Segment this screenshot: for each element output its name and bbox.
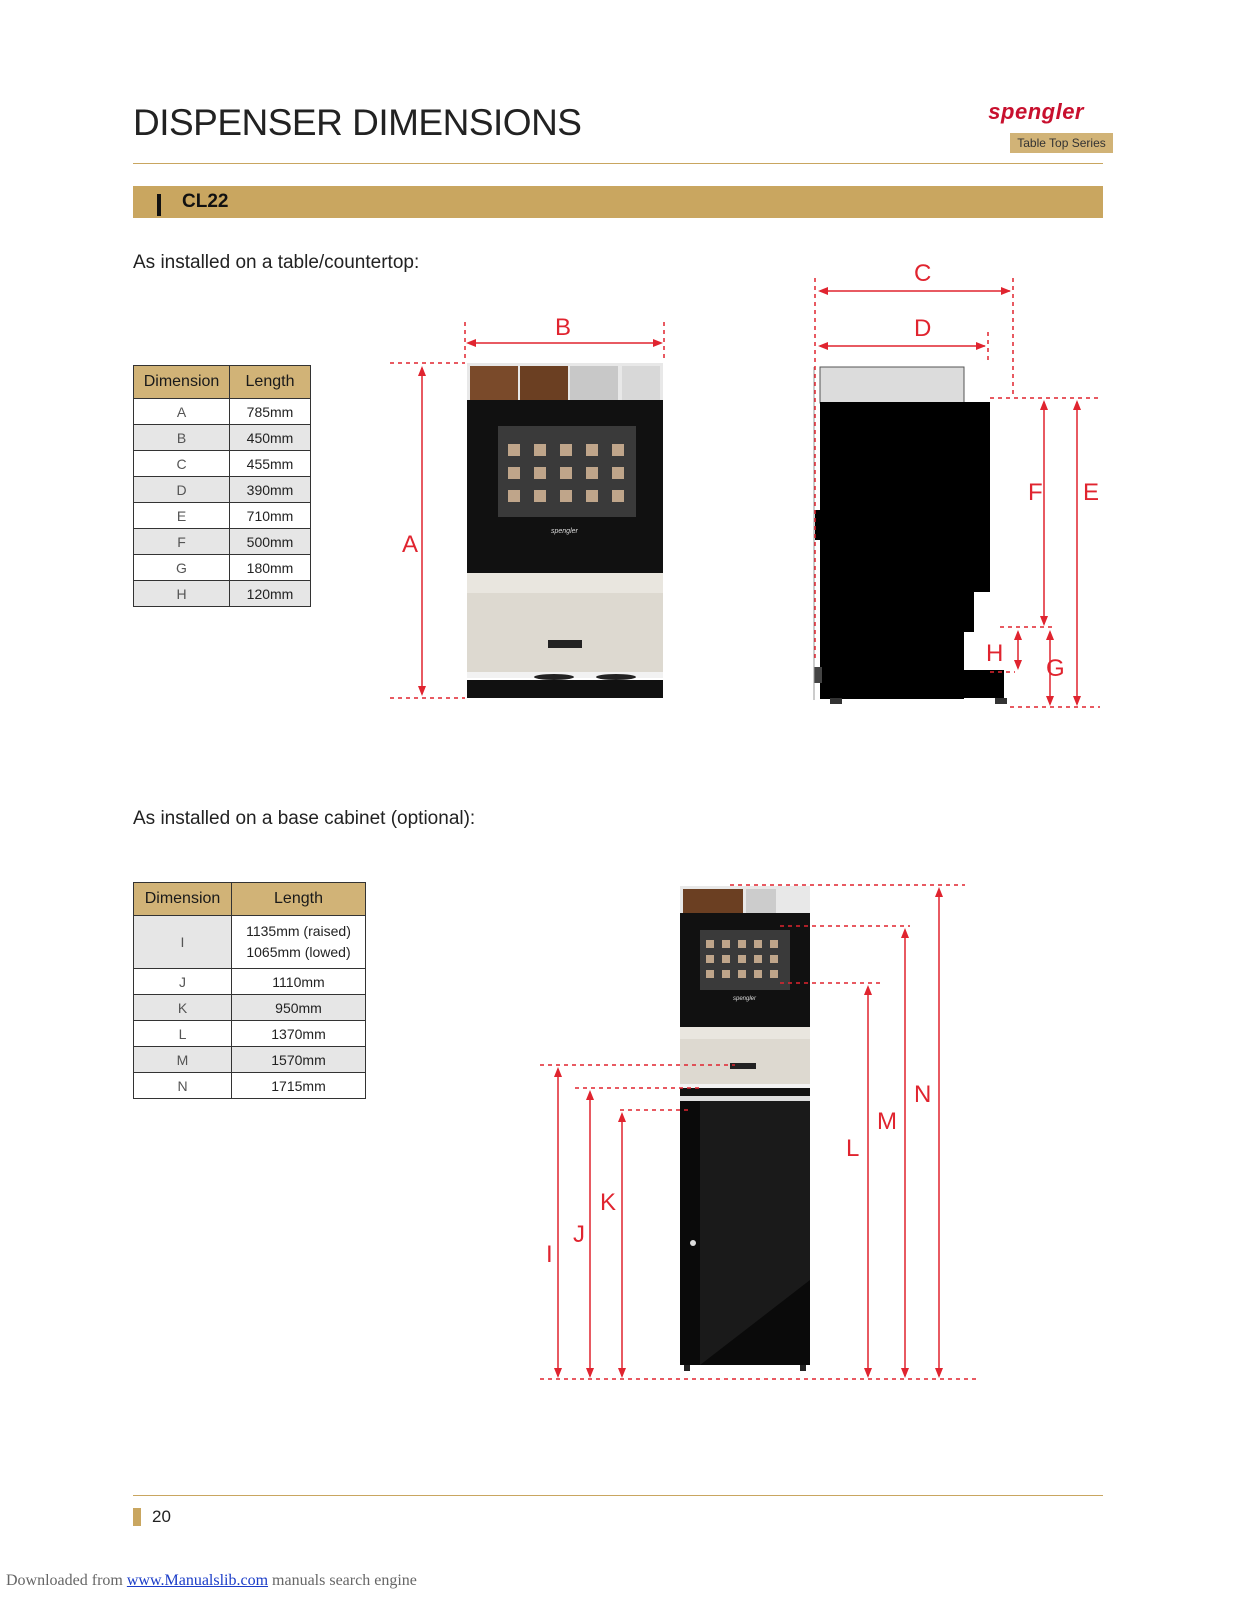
label-c: C [914,260,931,287]
length-cell: 1715mm [231,1072,366,1099]
footer-marker [133,1508,141,1526]
dimension-cell: K [133,994,232,1021]
dimension-cell: G [133,554,230,581]
dimension-cell: E [133,502,230,529]
side-view-drawing: C D E F G H [813,260,1100,708]
countertop-caption: As installed on a table/countertop: [133,252,420,273]
column-header-length: Length [229,365,311,399]
dimension-cell: J [133,968,232,995]
label-j: J [573,1221,585,1248]
cabinet-arrowheads [554,887,943,1378]
length-cell: 1135mm (raised) 1065mm (lowed) [231,915,366,969]
cabinet-dimension-table: Dimension Length I 1135mm (raised) 1065m… [133,882,366,1099]
label-k: K [600,1189,616,1216]
length-cell: 390mm [229,476,311,503]
dimension-cell: I [133,915,232,969]
section-label: CL22 [182,191,229,212]
machine-on-cabinet: spengler [680,886,810,1371]
table-row: I 1135mm (raised) 1065mm (lowed) [133,915,366,969]
dimension-cell: N [133,1072,232,1099]
cabinet-dimension-lines [540,884,980,1380]
length-cell: 180mm [229,554,311,581]
section-marker [157,194,161,216]
side-arrowheads [818,287,1081,706]
dimension-cell: H [133,580,230,607]
front-view-drawing: spengler A B [390,314,665,699]
length-cell: 450mm [229,424,311,451]
label-g: G [1046,655,1065,682]
page-number: 20 [152,1507,171,1526]
label-d: D [914,315,931,342]
label-b: B [555,314,571,341]
header-divider [133,163,1103,164]
footer-divider [133,1495,1103,1496]
section-bar [133,186,1103,218]
length-cell: 1370mm [231,1020,366,1047]
screen-brand: spengler [551,528,579,535]
column-header-length: Length [231,882,366,916]
download-note: Downloaded from www.Manualslib.com manua… [6,1572,417,1590]
front-dimension-lines [390,322,665,699]
dimension-cell: F [133,528,230,555]
label-m: M [877,1108,897,1135]
length-cell: 785mm [229,398,311,425]
label-f: F [1028,479,1043,506]
length-raised: 1135mm (raised) [246,923,351,939]
series-badge: Table Top Series [1010,133,1113,153]
dimension-cell: M [133,1046,232,1073]
dimension-cell: B [133,424,230,451]
machine-front: spengler [467,363,663,698]
label-h: H [986,640,1003,667]
label-n: N [914,1081,931,1108]
cabinet-screen-brand: spengler [733,996,757,1002]
length-cell: 500mm [229,528,311,555]
cabinet-drawing: spengler I J K L M N [540,884,980,1380]
length-lowered: 1065mm (lowed) [246,944,351,960]
dimension-cell: C [133,450,230,477]
page-title: DISPENSER DIMENSIONS [133,102,582,143]
brand-logo: spengler [988,99,1084,124]
download-prefix: Downloaded from [6,1572,127,1589]
download-suffix: manuals search engine [268,1572,417,1589]
length-cell: 1570mm [231,1046,366,1073]
column-header-dimension: Dimension [133,365,230,399]
label-e: E [1083,479,1099,506]
length-cell: 455mm [229,450,311,477]
cabinet-caption: As installed on a base cabinet (optional… [133,808,476,829]
length-cell: 120mm [229,580,311,607]
machine-side [813,366,1007,704]
length-cell: 1110mm [231,968,366,995]
front-arrowheads [418,339,663,696]
column-header-dimension: Dimension [133,882,232,916]
label-i: I [546,1241,553,1268]
label-a: A [402,531,418,558]
length-cell: 710mm [229,502,311,529]
label-l: L [846,1135,859,1162]
length-cell: 950mm [231,994,366,1021]
dimension-cell: D [133,476,230,503]
dimension-cell: A [133,398,230,425]
dimension-cell: L [133,1020,232,1047]
manualslib-link[interactable]: www.Manualslib.com [126,1572,269,1589]
